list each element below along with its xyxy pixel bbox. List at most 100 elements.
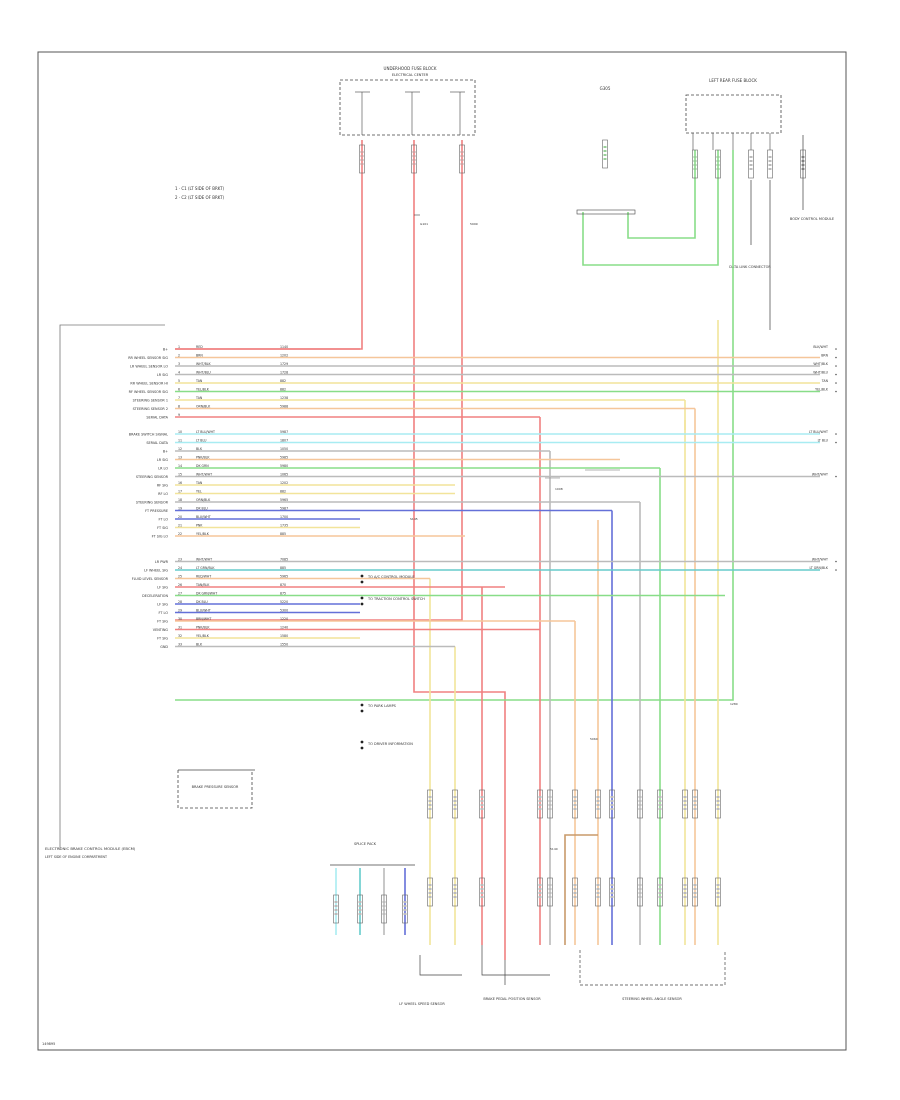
circuit-number: 885 (280, 566, 286, 570)
inline-connector-low (682, 789, 688, 819)
pin-number: 25 (178, 575, 182, 579)
fuse-block-top-detail: ELECTRICAL CENTER (392, 73, 429, 77)
terminal-dot (835, 390, 837, 393)
rf-sensor-label: BRAKE PEDAL POSITION SENSOR (483, 997, 541, 1001)
connector-dot (360, 602, 364, 606)
circuit-number: 1238 (280, 396, 288, 400)
wire-color-code: BLK (196, 643, 203, 647)
circuit-number: 885 (280, 532, 286, 536)
wire-color-code: BRN (196, 354, 203, 358)
connector-top-1 (359, 144, 365, 174)
wire-color-code: YEL (196, 490, 202, 494)
inline-connector-low (427, 789, 433, 819)
wire-color-code: WHT/WHT (196, 558, 212, 562)
inline-connector-low (547, 789, 553, 819)
terminal-dot (835, 441, 837, 444)
right-end-label: WHT/WHT (812, 558, 828, 562)
pin-number: 16 (178, 481, 182, 485)
connector-dot (360, 709, 364, 713)
pin-label: GND (160, 645, 168, 649)
circuit-number: 1729 (280, 362, 288, 366)
pin-label: RF LO (158, 492, 168, 496)
circuit-number: 5965 (280, 498, 288, 502)
circuit-number: 5965 (280, 575, 288, 579)
circuit-number: 5987 (280, 430, 288, 434)
wire-color-code: YEL/BLK (196, 388, 210, 392)
connector-label-c3: TO PARK LAMPS (367, 704, 397, 708)
pin-number: 26 (178, 583, 182, 587)
wire-color-code: YEL/BLK (196, 532, 210, 536)
circuit-number: 1807 (280, 439, 288, 443)
inline-connector-sensor (479, 877, 485, 907)
inline-connector-low (637, 789, 643, 819)
wire-green-ground (582, 150, 719, 266)
ground-bar (576, 209, 636, 215)
pin-number: 14 (178, 464, 182, 468)
inline-connector-low (452, 789, 458, 819)
pin-label: LF SIG (157, 603, 168, 607)
terminal-dot (835, 348, 837, 350)
right-end-label: WHT/WHT (812, 473, 828, 477)
pin-number: 8 (178, 405, 180, 409)
pin-label: LR SIG (157, 458, 168, 462)
pin-label: BRAKE SWITCH SIGNAL (129, 433, 168, 437)
pin-number: 3 (178, 362, 180, 366)
wire-id: 1008 (555, 487, 563, 491)
fuse-block-right: LEFT REAR FUSE BLOCK G305 (600, 78, 782, 150)
pin-number: 9 (178, 413, 180, 417)
inline-connector-sensor (452, 877, 458, 907)
wire-color-code: ORN/BLK (196, 405, 211, 409)
connector-label-c4: TO DRIVER INFORMATION (367, 742, 413, 746)
pin-number: 23 (178, 558, 182, 562)
wire-color-code: DK GRN/WHT (196, 592, 217, 596)
pin-label: RR WHEEL SENSOR SIG (128, 356, 168, 360)
pressure-switch-label: BRAKE PRESSURE SENSOR (192, 785, 239, 789)
wire-id: 1280 (730, 702, 738, 706)
circuit-number: 5985 (280, 456, 288, 460)
pin-label: STEERING SENSOR 2 (133, 407, 168, 411)
diagram-frame (37, 51, 847, 1051)
pin-label: VENTING (153, 628, 169, 632)
inline-connector-low (657, 789, 663, 819)
connector-rf-1 (692, 149, 698, 179)
inline-connector-low (692, 789, 698, 819)
terminal-dot (835, 373, 837, 376)
wire-color-code: DK BLU (196, 600, 208, 604)
note-line-1: 1 · C1 (LT SIDE OF BRKT) (175, 186, 225, 191)
steer-sensor-label: STEERING WHEEL ANGLE SENSOR (622, 997, 682, 1001)
pin-number: 19 (178, 507, 182, 511)
inline-connector-sensor (692, 877, 698, 907)
wire-color-code: RED (196, 345, 203, 349)
pin-number: 24 (178, 566, 182, 570)
inline-connector-sensor (427, 877, 433, 907)
pin-number: 17 (178, 490, 182, 494)
connector-rf-2 (715, 149, 721, 179)
circuit-number: 1202 (280, 354, 288, 358)
circuit-number: 1728 (280, 371, 288, 375)
wire-color-code: WHT/BLK (196, 362, 212, 366)
right-end-label: LT BLU/WHT (809, 430, 828, 434)
pin-number: 30 (178, 617, 182, 621)
pin-number: 4 (178, 371, 180, 375)
junction-connector (402, 894, 408, 924)
pin-number: 21 (178, 524, 182, 528)
wire-color-code: PNK/BLK (196, 626, 210, 630)
connector-top-3 (459, 144, 465, 174)
pin-label: FT SIG LO (152, 535, 169, 539)
wire-color-code: TAN (195, 396, 203, 400)
connector-ground (602, 139, 608, 169)
fuse-block-right-label: LEFT REAR FUSE BLOCK (709, 78, 757, 83)
connector-label-c1: TO A/C CONTROL MODULE (367, 575, 415, 579)
right-end-label: WHT/BLK (813, 362, 829, 366)
inline-connector-sensor (715, 877, 721, 907)
pin-number: 32 (178, 634, 182, 638)
terminal-dot (835, 356, 837, 359)
inline-connector-sensor (637, 877, 643, 907)
pin-number: 6 (178, 388, 180, 392)
pin-number: 27 (178, 592, 182, 596)
pin-label: LR LO (158, 467, 168, 471)
wire-color-code: BLU/WHT (196, 515, 211, 519)
connector-rf-3 (748, 149, 754, 179)
